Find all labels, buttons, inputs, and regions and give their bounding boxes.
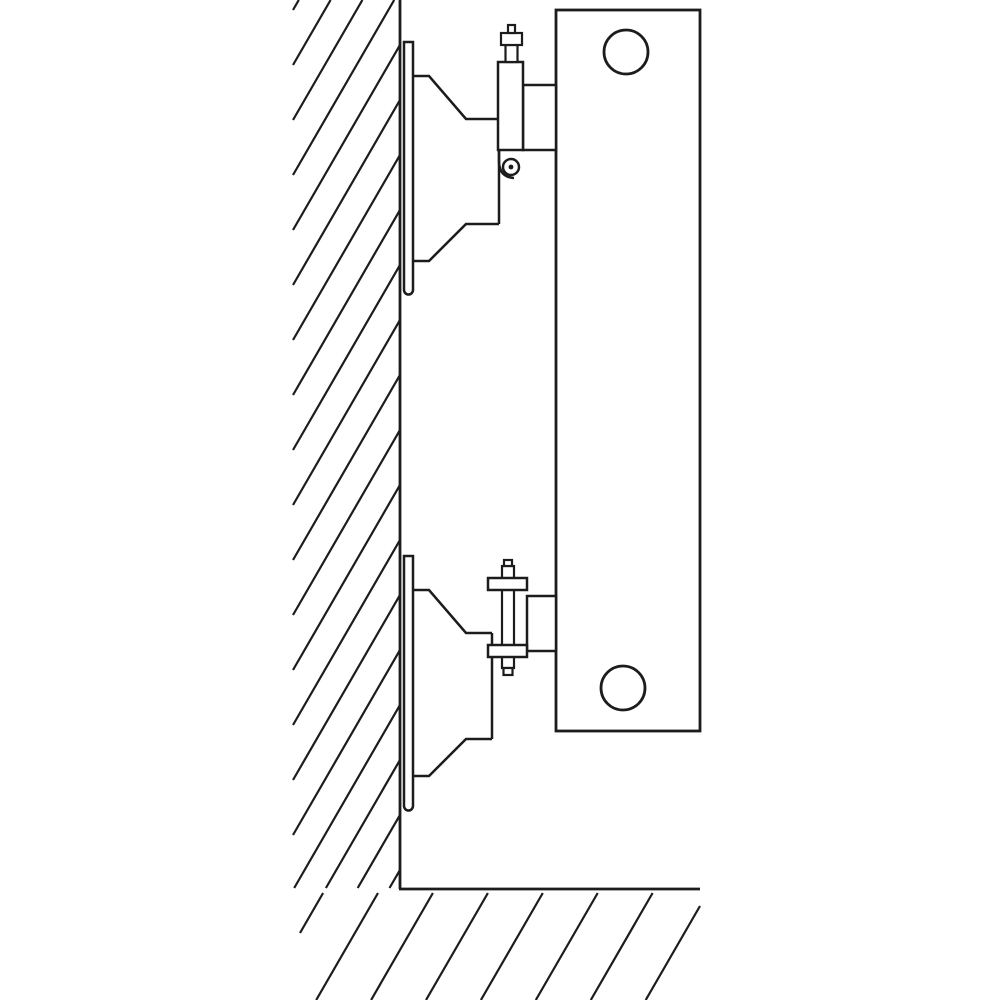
hatch-line (534, 892, 599, 1000)
screw-tip (506, 23, 517, 35)
hatch-line (356, 814, 401, 889)
hatch-line (315, 892, 379, 1000)
hatch-line (425, 892, 489, 1000)
hatch-line (292, 0, 332, 66)
top-bracket-wall-plate (402, 40, 415, 296)
hatch-line (292, 0, 364, 121)
radiator-panel (554, 8, 702, 733)
hatch-line (292, 594, 401, 781)
bottom-bracket-wall-plate (402, 554, 415, 812)
screw-shaft (504, 43, 519, 64)
hatch-line (293, 704, 401, 889)
hatch-line (292, 649, 401, 836)
clip-hook (497, 150, 515, 180)
radiator-body (554, 8, 702, 733)
hatch-line (292, 374, 401, 561)
hatch-line (589, 892, 654, 1000)
hatch-line (292, 484, 401, 671)
bolt-top-cap (502, 558, 514, 568)
top-bracket-clip (496, 60, 525, 152)
floor-hatching (299, 892, 701, 1000)
radiator-bottom-port (599, 664, 647, 712)
hatch-line (388, 869, 401, 889)
hatch-line (292, 209, 401, 396)
hatch-line (292, 154, 401, 341)
hatch-line (299, 892, 325, 934)
hatch-line (292, 539, 401, 726)
top-wall-bracket (402, 23, 558, 296)
bolt-bottom-cap (502, 666, 514, 677)
clip-hook-pin-center (508, 164, 514, 170)
bolt-washer-top (486, 576, 529, 592)
hatch-line (644, 905, 701, 1000)
top-bracket-arm (413, 74, 501, 263)
hatch-line (292, 99, 401, 286)
hatch-line (292, 0, 300, 11)
hatch-line (324, 759, 401, 889)
radiator-top-tab (521, 83, 558, 152)
radiator-top-port (602, 28, 650, 76)
bottom-bracket-arm (413, 588, 494, 778)
hatch-line (292, 0, 396, 176)
hatch-line (292, 44, 401, 231)
screw-head (499, 31, 524, 47)
radiator-bottom-tab (525, 594, 558, 653)
hatch-line (292, 264, 401, 451)
hatch-line (370, 892, 434, 1000)
wall-hatching (292, 0, 401, 889)
hatch-line (292, 429, 401, 616)
hatch-line (479, 892, 544, 1000)
hatch-line (292, 319, 401, 506)
bolt-washer-bottom (486, 643, 529, 659)
bottom-wall-bracket (402, 554, 558, 812)
